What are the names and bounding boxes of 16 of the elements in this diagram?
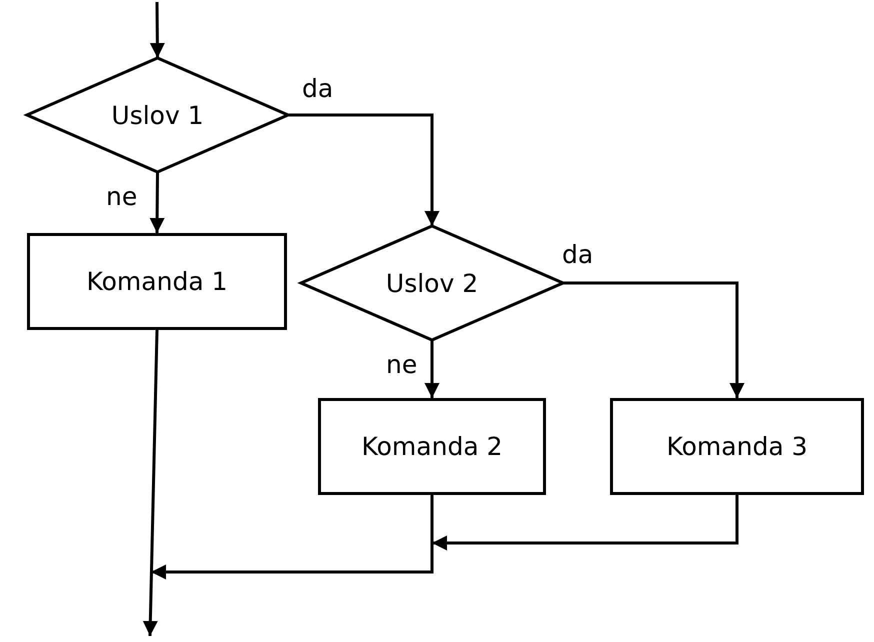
arrow (151, 495, 434, 580)
arrow (142, 330, 158, 636)
node-label: Komanda 3 (666, 432, 808, 461)
arrow (150, 2, 165, 58)
process-box (610, 398, 864, 495)
node-label: Uslov 1 (111, 100, 204, 130)
arrow (288, 114, 440, 226)
arrow (424, 340, 440, 398)
process-box (318, 398, 546, 495)
node-label: Uslov 2 (386, 268, 478, 298)
node-label: Komanda 2 (361, 432, 502, 461)
process-box (27, 233, 287, 330)
arrow (150, 172, 165, 234)
arrow (432, 495, 738, 550)
arrow (563, 282, 744, 398)
node-label: Komanda 1 (86, 267, 228, 296)
